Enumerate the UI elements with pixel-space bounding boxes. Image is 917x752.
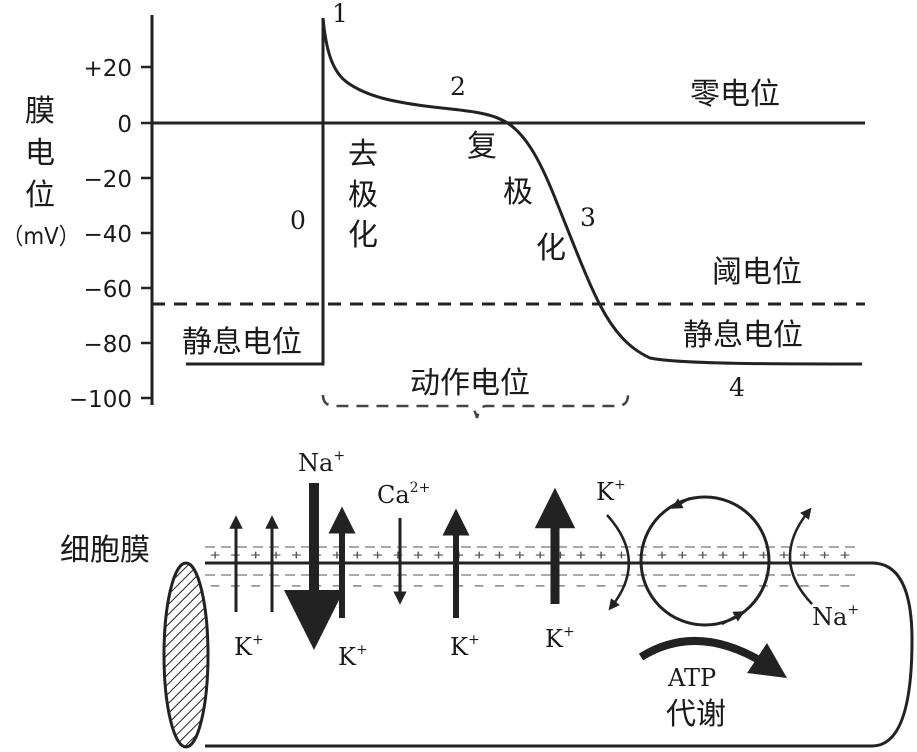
repolarization-char: 极 — [503, 175, 533, 210]
k-ion-label: K+ — [545, 624, 575, 653]
membrane-label: 细胞膜 — [60, 533, 150, 568]
tick-label: −60 — [83, 277, 132, 303]
repolarization-char: 复 — [467, 129, 497, 164]
phase-label-0: 0 — [290, 206, 306, 235]
y-axis-title: 膜 电 位 （mV） — [2, 94, 80, 250]
pump-cycle-circle — [639, 495, 771, 627]
action-potential-brace — [321, 394, 630, 419]
metabolism-label: 代谢 — [666, 697, 726, 732]
tick-label: −40 — [83, 222, 132, 248]
pump-na-curved-arrow — [788, 507, 813, 605]
threshold-potential-label: 阈电位 — [712, 255, 802, 290]
pump-k-ion-label: K+ — [596, 477, 626, 506]
tick-label: −100 — [69, 387, 132, 413]
pump-cycle-arrow — [671, 496, 691, 509]
membrane-negative-charges: − − − − − − − − − − − − − − − − − − − − … — [210, 579, 850, 594]
ca-ion-label: Ca2+ — [377, 480, 430, 509]
tick-label: −80 — [83, 332, 132, 358]
k-ion-label: K+ — [234, 632, 264, 661]
tick-label: 0 — [117, 112, 132, 138]
y-axis-char: 电 — [25, 136, 55, 171]
pump-cycle-arrow — [721, 611, 745, 626]
action-potential-curve — [186, 17, 863, 366]
na-ion-label-top: Na+ — [298, 448, 345, 477]
phase-label-2: 2 — [450, 72, 466, 101]
pump-k-curved-arrow — [606, 514, 631, 611]
repolarization-char: 化 — [536, 231, 566, 266]
k-ion-label: K+ — [450, 632, 480, 661]
na-k-pump: K+ Na+ ATP 代谢 — [596, 477, 859, 732]
y-axis-char: 膜 — [25, 94, 55, 129]
resting-potential-label-right: 静息电位 — [683, 318, 803, 353]
tick-label: −20 — [83, 167, 132, 193]
pump-na-ion-label: Na+ — [812, 602, 859, 631]
y-axis: +20 0 −20 −40 −60 −80 −100 — [69, 15, 154, 413]
cylinder-cross-section — [162, 561, 210, 749]
atp-metabolism-arrow — [638, 636, 787, 678]
membrane-positive-charges: + + + + + + + + + + + + + + + + + + + + … — [210, 548, 850, 563]
cell-cylinder — [162, 561, 914, 749]
depolarization-char: 极 — [348, 178, 378, 213]
action-potential-label: 动作电位 — [410, 366, 530, 401]
resting-potential-label-left: 静息电位 — [182, 325, 302, 360]
y-axis-unit: （mV） — [2, 224, 80, 250]
zero-potential-label: 零电位 — [690, 77, 780, 112]
y-axis-char: 位 — [25, 178, 55, 213]
atp-label: ATP — [667, 664, 716, 692]
depolarization-char: 去 — [348, 137, 378, 172]
phase-label-4: 4 — [729, 373, 745, 402]
k-ion-label: K+ — [338, 642, 368, 671]
tick-label: +20 — [83, 56, 132, 82]
depolarization-char: 化 — [348, 218, 378, 253]
phase-label-1: 1 — [332, 0, 348, 28]
phase-label-3: 3 — [580, 203, 596, 232]
